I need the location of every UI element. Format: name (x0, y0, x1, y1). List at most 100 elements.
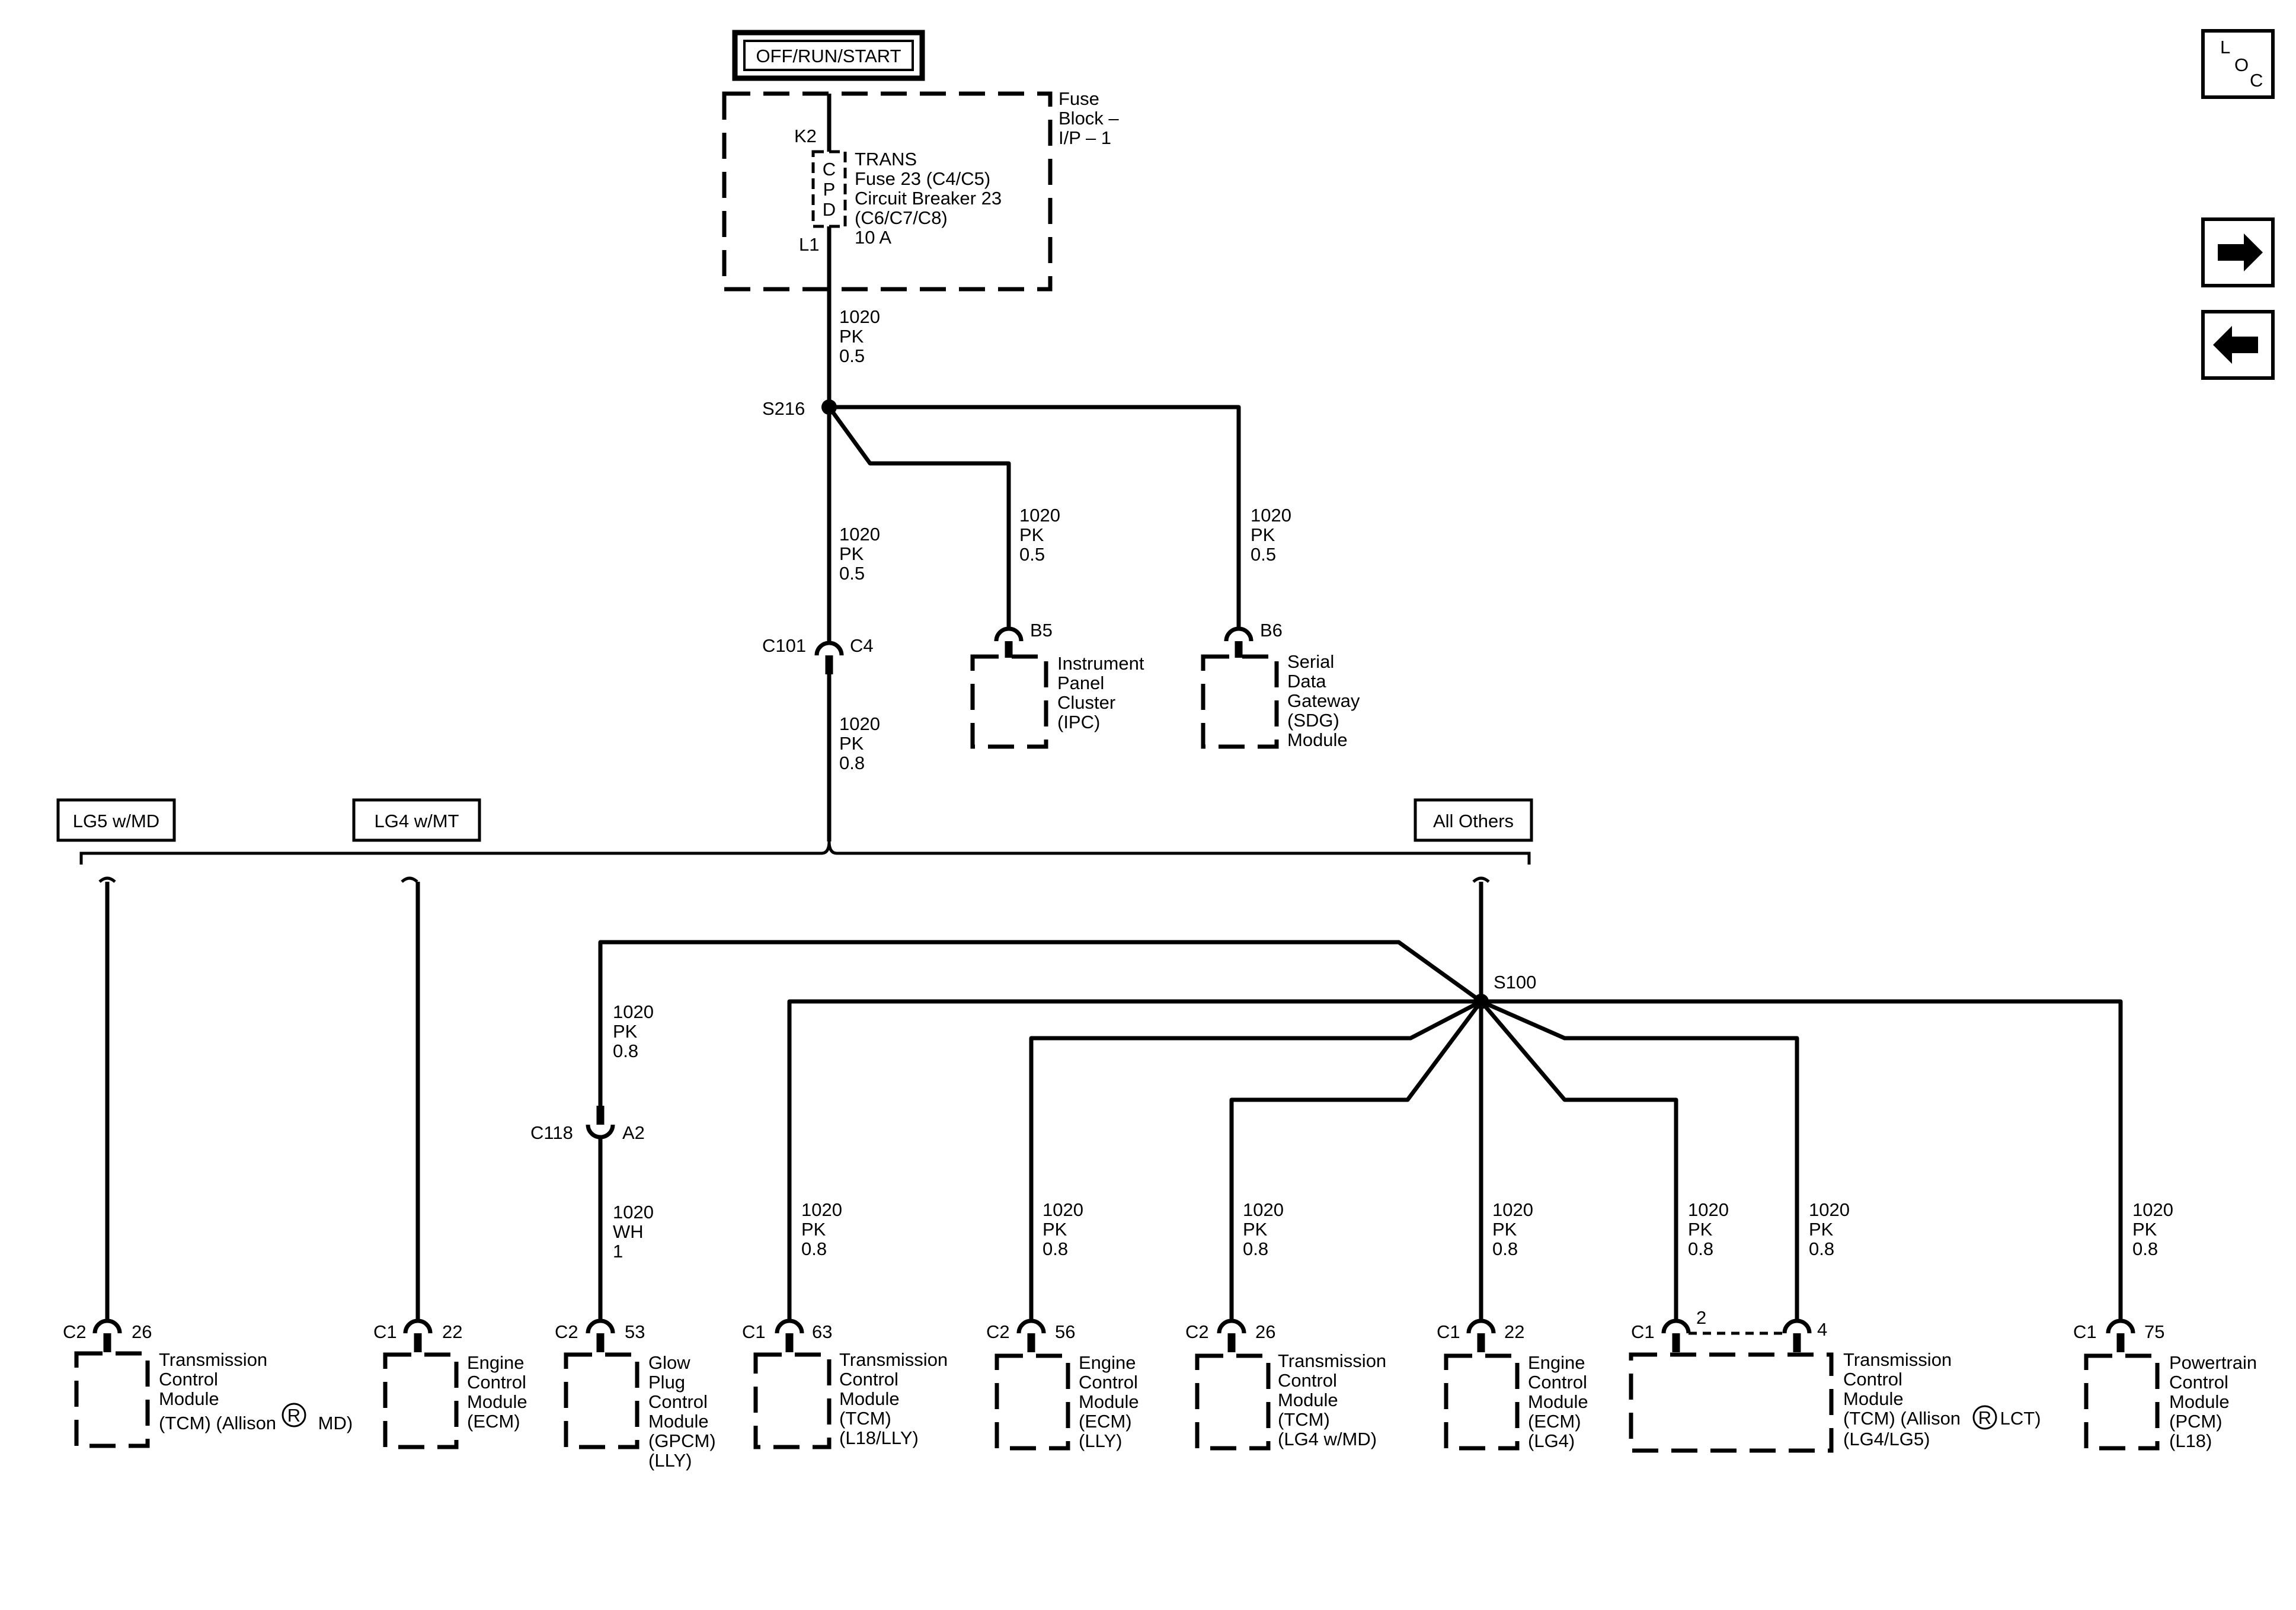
svg-text:1020: 1020 (1492, 1199, 1533, 1220)
wire-label: 1020 PK 0.8 (2132, 1199, 2173, 1259)
inline-connector-c101 (814, 641, 844, 674)
svg-text:Circuit Breaker 23: Circuit Breaker 23 (855, 188, 1002, 209)
arrow-right-icon (2218, 233, 2263, 271)
svg-text:L: L (2220, 37, 2230, 57)
connector-pin-label: 56 (1055, 1321, 1075, 1342)
svg-text:10 A: 10 A (855, 227, 891, 248)
svg-text:Module: Module (648, 1411, 709, 1432)
module-box (994, 1353, 1070, 1451)
svg-text:Plug: Plug (648, 1372, 685, 1393)
svg-text:Control: Control (839, 1369, 898, 1390)
splice-label: S100 (1494, 972, 1536, 993)
connector-name: C101 (762, 635, 806, 656)
wire-1020-pcm (1481, 999, 2123, 1319)
svg-text:Module: Module (1843, 1388, 1904, 1409)
module-ecm-lg4-label: Engine Control Module (ECM) (LG4) (1528, 1352, 1588, 1451)
svg-text:(ECM): (ECM) (1528, 1411, 1581, 1432)
connector-terminal (1466, 1318, 1496, 1334)
svg-text:(GPCM): (GPCM) (648, 1430, 716, 1451)
prev-page-button[interactable] (2201, 310, 2275, 380)
svg-text:(TCM): (TCM) (839, 1408, 891, 1429)
svg-text:(C6/C7/C8): (C6/C7/C8) (855, 207, 948, 228)
wire-label: 1020 PK 0.8 (1492, 1199, 1533, 1259)
svg-text:0.8: 0.8 (801, 1238, 827, 1259)
inline-connector-c118 (586, 1106, 615, 1140)
svg-text:TRANS: TRANS (855, 149, 917, 169)
svg-text:WH: WH (613, 1221, 644, 1242)
loc-button[interactable]: L O C (2201, 29, 2275, 99)
connector-terminal (1217, 1318, 1246, 1334)
svg-text:1020: 1020 (839, 524, 880, 545)
svg-text:(ECM): (ECM) (467, 1411, 520, 1432)
module-tcm-allison-lct-label: Transmission Control Module (TCM) (Allis… (1843, 1349, 2041, 1449)
svg-text:(IPC): (IPC) (1057, 712, 1100, 732)
svg-text:1020: 1020 (839, 713, 880, 734)
cpd-letter: D (823, 199, 836, 220)
wire-label: 1020 WH 1 (613, 1202, 654, 1262)
connector-terminal (1782, 1318, 1812, 1334)
connector-name: C1 (373, 1321, 397, 1342)
option-all-others: All Others (1414, 798, 1533, 842)
wire-label: 1020 PK 0.8 (1688, 1199, 1729, 1259)
svg-text:Transmission: Transmission (159, 1349, 267, 1370)
svg-text:(L18): (L18) (2169, 1430, 2212, 1451)
connector-terminal (403, 1318, 433, 1334)
module-box (1444, 1353, 1520, 1451)
svg-text:(SDG): (SDG) (1287, 710, 1339, 731)
connector-name: C1 (742, 1321, 766, 1342)
connector-terminal (1224, 626, 1253, 642)
svg-text:PK: PK (1243, 1219, 1268, 1240)
splice-label: S216 (762, 398, 805, 419)
wire-1020-tcm-lct-pin2 (1479, 1000, 1678, 1319)
svg-text:Control: Control (648, 1391, 708, 1412)
wire-label: 1020 PK 0.5 (839, 306, 880, 366)
connector-pin-label: 75 (2144, 1321, 2164, 1342)
module-box (753, 1352, 832, 1449)
svg-text:0.5: 0.5 (1251, 544, 1276, 565)
connector-pin-label: 26 (1255, 1321, 1275, 1342)
option-lg4: LG4 w/MT (352, 798, 481, 842)
svg-text:Fuse: Fuse (1059, 88, 1099, 109)
svg-text:PK: PK (801, 1219, 826, 1240)
connector-terminal (994, 626, 1024, 642)
svg-text:(ECM): (ECM) (1079, 1411, 1132, 1432)
next-page-button[interactable] (2201, 217, 2275, 287)
connector-pin-label: C4 (850, 635, 874, 656)
module-ecm-label: Engine Control Module (ECM) (467, 1352, 527, 1432)
svg-text:Module: Module (2169, 1391, 2230, 1412)
connector-pin-label: 22 (1504, 1321, 1524, 1342)
ignition-label: OFF/RUN/START (756, 46, 901, 66)
svg-text:1020: 1020 (1251, 505, 1291, 526)
ignition-label-box: OFF/RUN/START (732, 30, 925, 81)
wire-1020-gpcm (598, 940, 1483, 1108)
wire-1020-ipc (827, 405, 1011, 627)
svg-text:0.8: 0.8 (1492, 1238, 1518, 1259)
wire-label: 1020 PK 0.8 (1043, 1199, 1083, 1259)
svg-text:LG5 w/MD: LG5 w/MD (73, 811, 159, 831)
svg-text:(LG4/LG5): (LG4/LG5) (1843, 1429, 1930, 1449)
svg-text:1020: 1020 (613, 1202, 654, 1222)
cpd-letter: P (823, 179, 836, 200)
svg-text:Module: Module (1278, 1390, 1338, 1410)
svg-text:C: C (2250, 70, 2263, 91)
module-gpcm-label: Glow Plug Control Module (GPCM) (LLY) (648, 1352, 716, 1471)
svg-text:R: R (1978, 1407, 1991, 1428)
option-tie (98, 876, 116, 883)
cpd-letter: C (823, 159, 836, 180)
module-pcm-label: Powertrain Control Module (PCM) (L18) (2169, 1352, 2257, 1451)
svg-text:PK: PK (1492, 1219, 1517, 1240)
svg-text:0.8: 0.8 (1688, 1238, 1713, 1259)
connector-pin-label: B5 (1030, 620, 1053, 641)
svg-text:Module: Module (467, 1391, 527, 1412)
wire-label: 1020 PK 0.8 (801, 1199, 842, 1259)
svg-text:Control: Control (159, 1369, 218, 1390)
svg-text:0.5: 0.5 (839, 345, 865, 366)
svg-text:Powertrain: Powertrain (2169, 1352, 2257, 1373)
connector-pin-label: 53 (625, 1321, 645, 1342)
svg-text:Transmission: Transmission (1843, 1349, 1952, 1370)
svg-text:Glow: Glow (648, 1352, 690, 1373)
connector-name: C1 (2073, 1321, 2097, 1342)
svg-text:R: R (287, 1405, 300, 1426)
svg-text:1020: 1020 (1243, 1199, 1284, 1220)
connector-name: C2 (1185, 1321, 1209, 1342)
